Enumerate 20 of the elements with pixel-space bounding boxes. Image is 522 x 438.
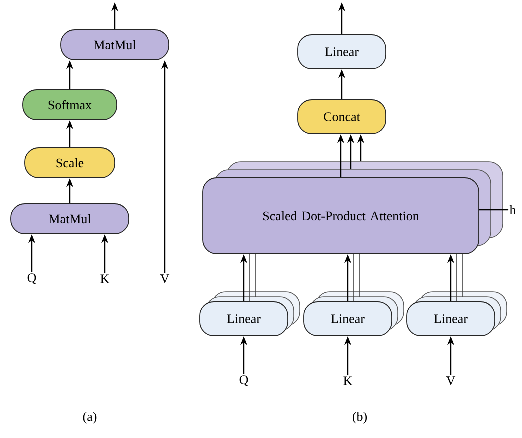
stacked-process-box: Linear [200, 254, 300, 336]
stacked-process-box: Linear [304, 254, 404, 336]
process-box: Linear [298, 34, 386, 70]
stacked-process-box: Scaled Dot-Product Attention [202, 162, 504, 254]
input-label: Q [28, 274, 36, 284]
panel-label: (b) [353, 412, 368, 424]
process-box: Scale [24, 148, 116, 178]
input-label: K [100, 274, 110, 284]
count-label: h [510, 205, 516, 214]
input-label: V [160, 274, 170, 284]
leader-line [479, 209, 509, 211]
input-label: Q [240, 376, 248, 386]
process-box: Softmax [22, 90, 118, 120]
panel-label: (a) [83, 412, 97, 424]
input-label: K [344, 376, 353, 386]
stacked-process-box: Linear [406, 254, 508, 336]
process-box: MatMul [10, 204, 130, 234]
input-label: V [446, 376, 456, 386]
process-box: MatMul [60, 30, 170, 60]
process-box: Concat [298, 100, 386, 134]
